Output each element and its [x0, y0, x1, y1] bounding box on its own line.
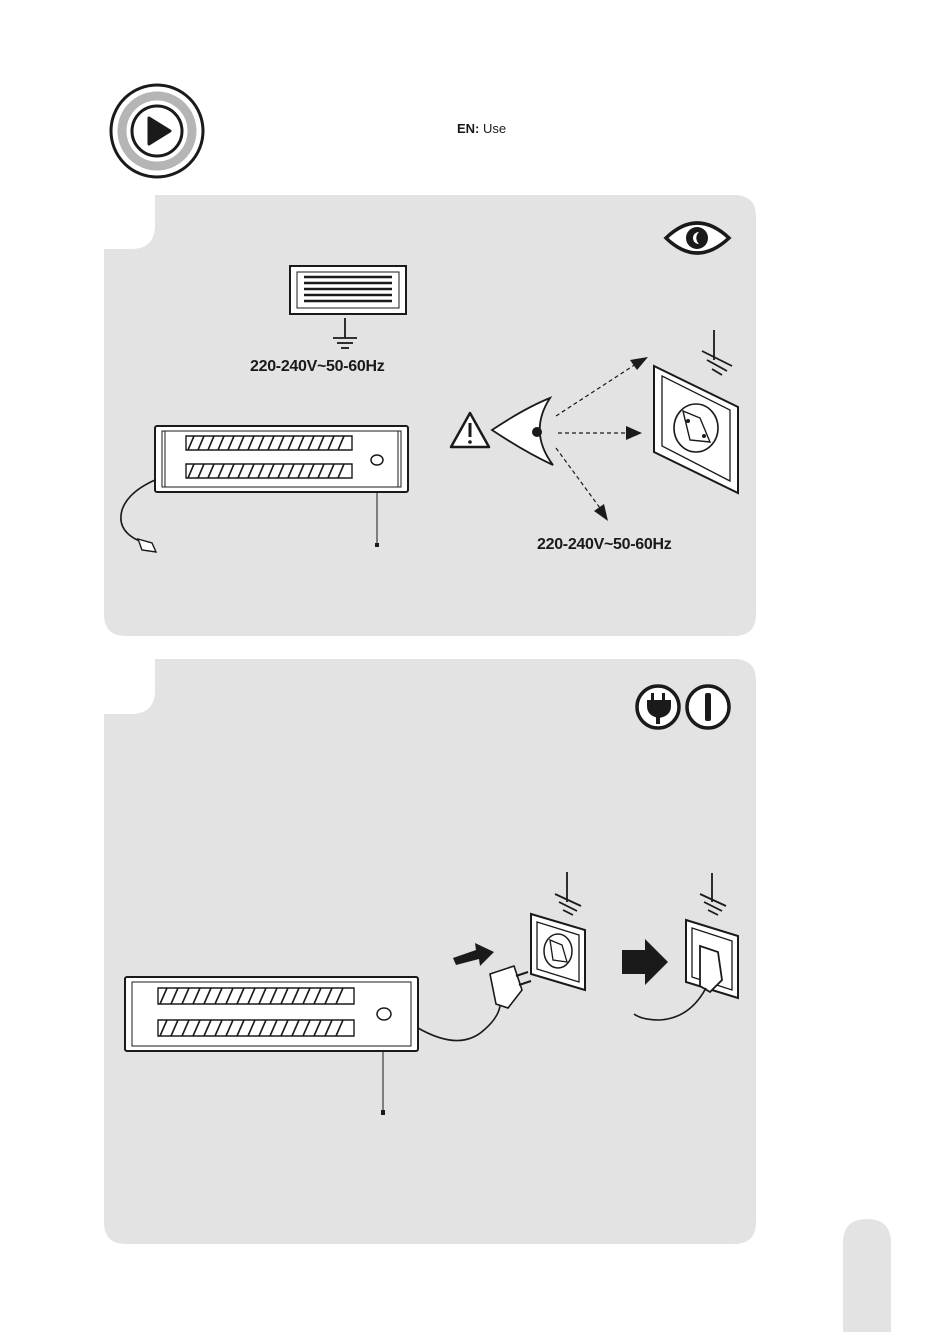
rating-plate	[290, 266, 406, 314]
play-circle-icon	[111, 85, 203, 177]
page-tab	[843, 1219, 891, 1332]
panel-connect	[104, 659, 756, 1244]
language-code: EN:	[457, 121, 479, 136]
section-title: Use	[483, 121, 506, 136]
voltage-label-socket: 220-240V~50-60Hz	[537, 536, 671, 554]
section-heading: EN: Use	[457, 121, 506, 136]
voltage-label-heater: 220-240V~50-60Hz	[250, 358, 384, 376]
power-on-icon	[687, 686, 729, 728]
plug-icon	[637, 686, 679, 728]
